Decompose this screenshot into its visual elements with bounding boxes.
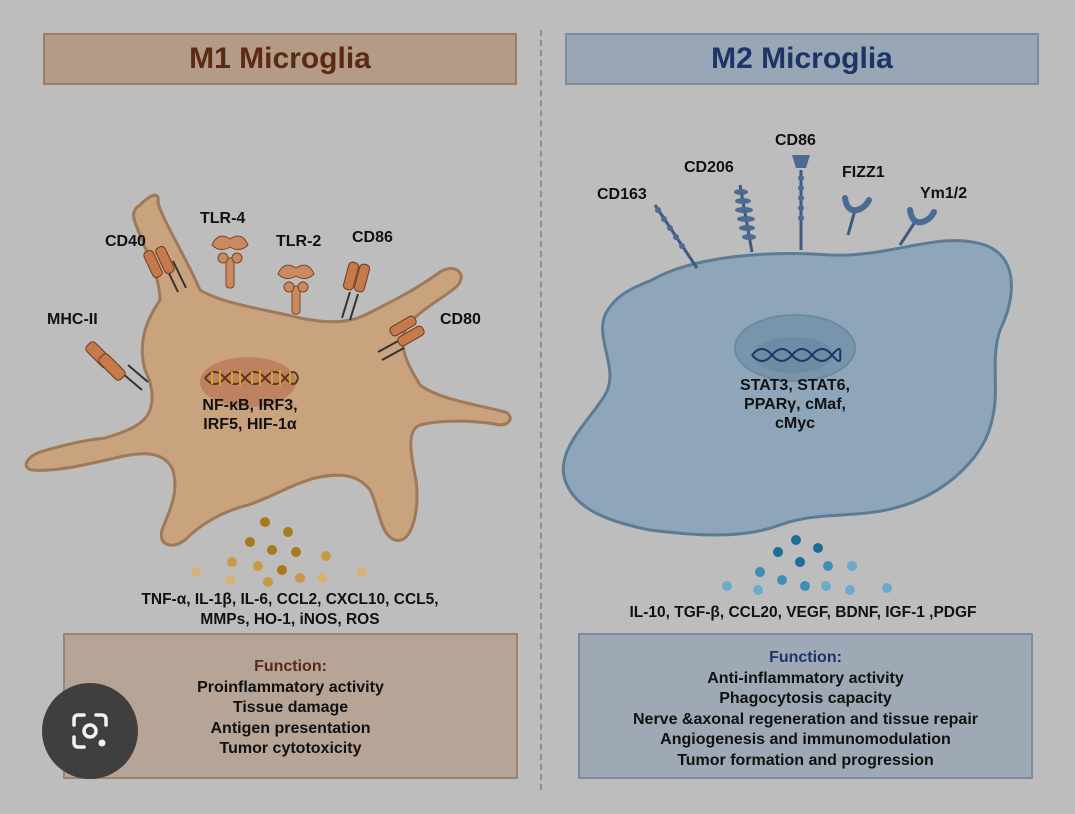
m2-function-item: Anti-inflammatory activity bbox=[707, 669, 904, 687]
m2-nucleus-line: PPARγ, cMaf, bbox=[744, 396, 846, 413]
m2-function-item: Tumor formation and progression bbox=[677, 751, 934, 769]
tlr4-receptor-icon bbox=[211, 235, 249, 289]
cd40-receptor-icon bbox=[143, 246, 187, 293]
m2-label-cd163: CD163 bbox=[597, 186, 647, 203]
m2-nucleus-line: cMyc bbox=[774, 415, 816, 432]
m1-label-mhc2: MHC-II bbox=[47, 311, 98, 328]
m1-cytokine-line: TNF-α, IL-1β, IL-6, CCL2, CXCL10, CCL5, bbox=[141, 591, 439, 608]
m2-cytokine-line: IL-10, TGF-β, CCL20, VEGF, BDNF, IGF-1 ,… bbox=[629, 604, 977, 621]
m1-nucleus-line: NF-κB, IRF3, bbox=[202, 397, 298, 414]
panel-divider bbox=[540, 30, 542, 790]
lens-search-icon bbox=[72, 713, 108, 749]
cd86-receptor-icon bbox=[341, 261, 371, 321]
m1-function-item: Tumor cytotoxicity bbox=[219, 740, 362, 757]
m1-nucleus-factors: NF-κB, IRF3, IRF5, HIF-1α bbox=[185, 396, 315, 434]
m2-function-heading: Function: bbox=[769, 649, 842, 666]
m2-label-ym12: Ym1/2 bbox=[920, 185, 968, 202]
cd206-receptor-icon bbox=[734, 184, 756, 253]
m1-label-cd86: CD86 bbox=[352, 229, 393, 246]
m2-nucleus-line: STAT3, STAT6, bbox=[740, 377, 850, 394]
m1-label-cd40: CD40 bbox=[105, 233, 146, 250]
m1-label-cd80: CD80 bbox=[440, 311, 481, 328]
m2-cell bbox=[561, 239, 1013, 537]
ym12-receptor-icon bbox=[898, 207, 937, 246]
m2-function-box: Function: Anti-inflammatory activity Pha… bbox=[578, 633, 1033, 779]
m2-secreted-dots bbox=[722, 535, 892, 595]
m2-function-item: Phagocytosis capacity bbox=[719, 690, 892, 707]
m1-function-item: Proinflammatory activity bbox=[197, 678, 384, 696]
fizz1-receptor-icon bbox=[842, 195, 872, 236]
m1-label-tlr2: TLR-2 bbox=[276, 233, 322, 250]
m2-label-cd86: CD86 bbox=[775, 132, 816, 149]
m2-label-fizz1: FIZZ1 bbox=[842, 164, 885, 181]
m1-cytokine-line: MMPs, HO-1, iNOS, ROS bbox=[200, 611, 380, 628]
m1-secreted-dots bbox=[191, 517, 367, 587]
m1-cytokines: TNF-α, IL-1β, IL-6, CCL2, CXCL10, CCL5, … bbox=[120, 590, 460, 630]
tlr2-receptor-icon bbox=[277, 264, 315, 315]
m2-function-item: Nerve &axonal regeneration and tissue re… bbox=[632, 710, 978, 728]
m2-label-cd206: CD206 bbox=[684, 159, 734, 176]
m1-cell bbox=[24, 193, 512, 547]
m1-function-box: Function: Proinflammatory activity Tissu… bbox=[63, 633, 518, 779]
mhc2-receptor-icon bbox=[85, 341, 149, 391]
m1-nucleus-line: IRF5, HIF-1α bbox=[203, 416, 297, 433]
m2-title: M2 Microglia bbox=[565, 33, 1039, 85]
m1-function-item: Tissue damage bbox=[232, 699, 349, 716]
m1-function-item: Antigen presentation bbox=[210, 719, 371, 737]
cd86-m2-receptor-icon bbox=[792, 155, 810, 250]
m2-function-item: Angiogenesis and immunomodulation bbox=[660, 731, 951, 748]
m1-function-heading: Function: bbox=[254, 658, 327, 675]
cd163-receptor-icon bbox=[653, 204, 699, 269]
m2-nucleus-factors: STAT3, STAT6, PPARγ, cMaf, cMyc bbox=[720, 376, 870, 433]
m2-cytokines: IL-10, TGF-β, CCL20, VEGF, BDNF, IGF-1 ,… bbox=[608, 603, 998, 623]
m1-title: M1 Microglia bbox=[43, 33, 517, 85]
cd80-receptor-icon bbox=[377, 315, 425, 361]
lens-search-button[interactable] bbox=[42, 683, 138, 779]
m1-label-tlr4: TLR-4 bbox=[200, 210, 246, 227]
